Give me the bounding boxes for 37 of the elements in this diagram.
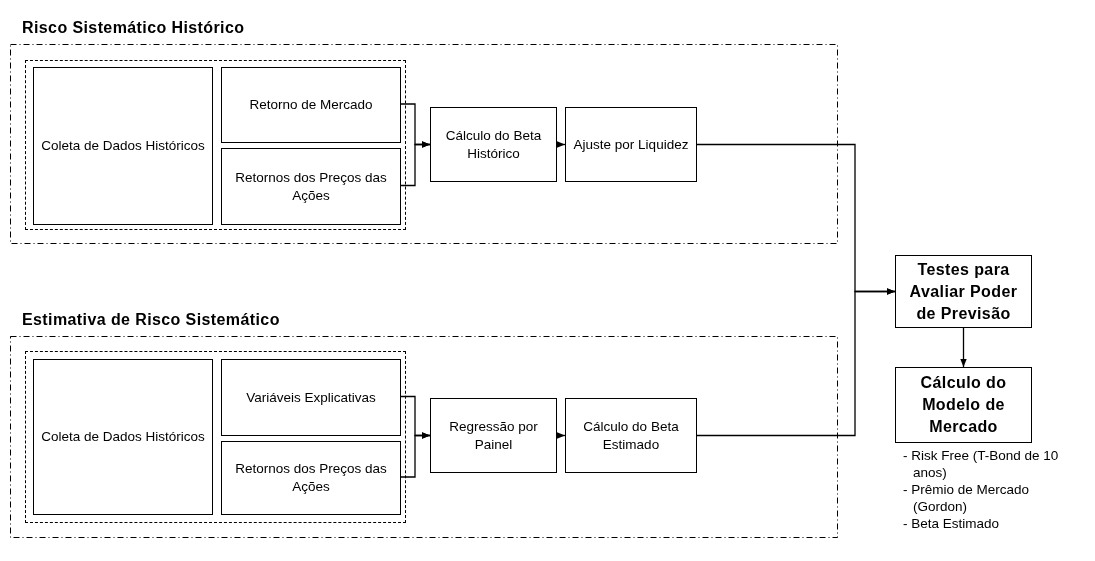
dashed-group-box [25, 351, 406, 523]
box-label: Retornos dos Preços das Ações [234, 168, 388, 205]
process-box [565, 107, 697, 182]
arrow [399, 432, 431, 478]
arrow [556, 141, 566, 148]
process-box [430, 107, 557, 182]
box-label: Cálculo do Modelo de Mercado [919, 373, 1008, 437]
process-box [430, 398, 557, 473]
arrow [399, 141, 431, 187]
box-label: Regressão por Painel [448, 417, 539, 454]
box-label: Coleta de Dados Históricos [41, 137, 205, 155]
box-label: Ajuste por Liquidez [573, 135, 689, 154]
process-box [33, 359, 213, 515]
process-box [221, 441, 401, 515]
dashed-group-box [25, 60, 406, 230]
process-box [895, 255, 1032, 328]
box-label: Testes para Avaliar Poder de Previsão [908, 259, 1019, 324]
box-label: Retornos dos Preços das Ações [234, 460, 388, 496]
note-text: - Risk Free (T-Bond de 10 anos) [903, 447, 1060, 481]
box-label: Cálculo do Beta Histórico [444, 126, 543, 163]
group-heading: Estimativa de Risco Sistemático [22, 310, 280, 330]
note-text: - Prêmio de Mercado (Gordon) [903, 481, 1031, 515]
arrow [960, 327, 967, 368]
process-box [33, 67, 213, 225]
process-box [895, 367, 1032, 443]
arrow [556, 432, 566, 439]
box-label: Coleta de Dados Históricos [41, 428, 205, 446]
arrow [696, 288, 896, 437]
process-box [221, 148, 401, 225]
note-text: - Beta Estimado [903, 515, 1001, 532]
process-box [221, 359, 401, 436]
process-box [565, 398, 697, 473]
group-heading: Risco Sistemático Histórico [22, 18, 245, 38]
box-label: Variáveis Explicativas [246, 388, 376, 407]
process-box [221, 67, 401, 143]
box-label: Cálculo do Beta Estimado [582, 417, 680, 454]
box-label: Retorno de Mercado [249, 96, 373, 114]
